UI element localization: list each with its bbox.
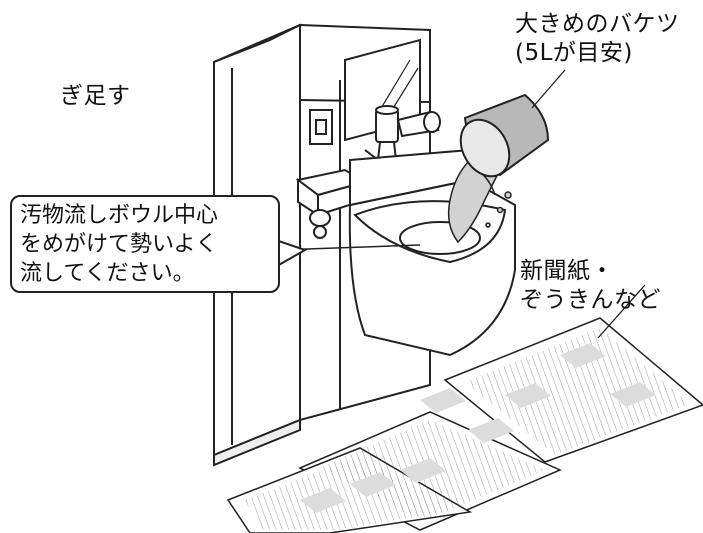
callout-line3: 流してください。 [20,261,195,286]
instruction-callout: 汚物流しボウル中心 をめがけて勢いよく 流してください。 [10,195,280,293]
callout-line1: 汚物流しボウル中心 [20,203,219,228]
bucket-icon [459,93,550,178]
bucket-label-line1: 大きめのバケツ [515,11,680,37]
switch-panel [309,109,333,145]
paper-label-line2: ぞうきんなど [520,287,661,313]
paper-label-line1: 新聞紙・ [520,258,614,284]
bucket-leader-line [531,69,566,109]
callout-line2: をめがけて勢いよく [20,232,218,257]
paper-leader-line [597,284,646,339]
water-stream [447,159,512,244]
newspaper-sheets [226,317,703,533]
paper-label: 新聞紙・ ぞうきんなど [520,257,661,315]
top-partial-label: ぎ足す [60,83,131,109]
bucket-label-line2: (5Lが目安) [515,40,633,66]
bucket-label: 大きめのバケツ (5Lが目安) [515,10,680,68]
faucet-icon [364,105,441,161]
